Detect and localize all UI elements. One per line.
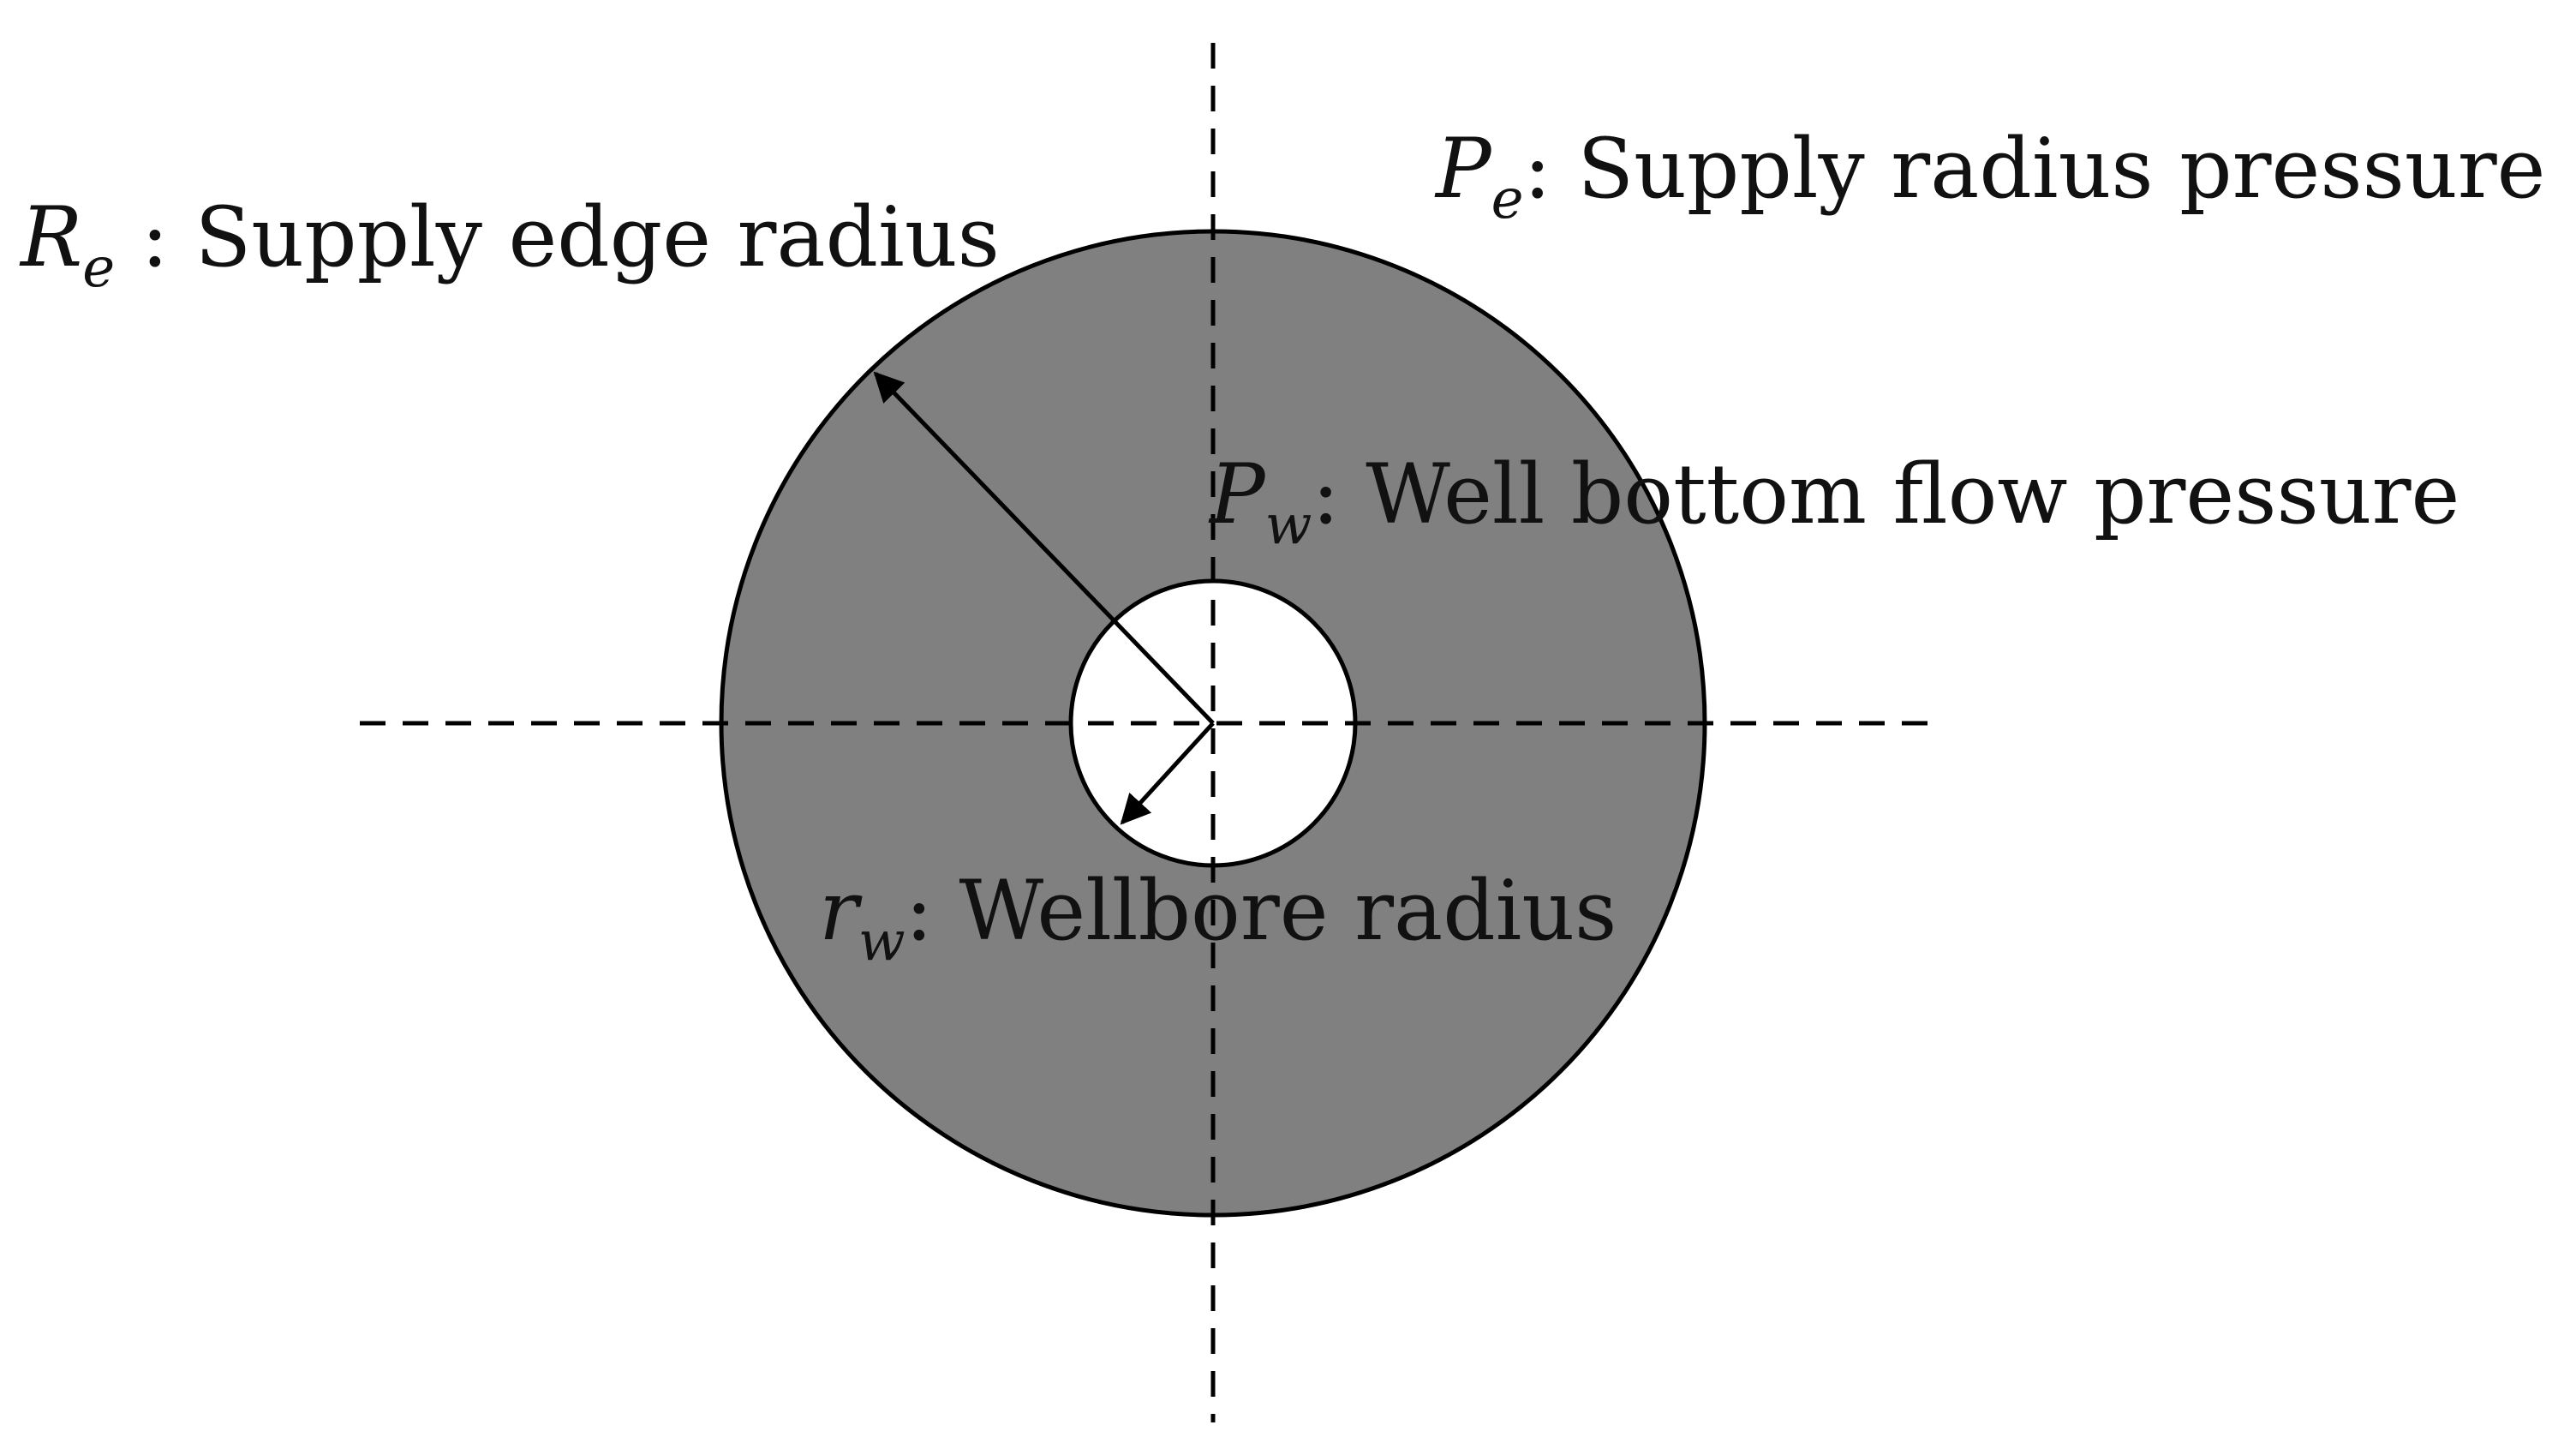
supply-radius-pressure-label: Pe: Supply radius pressure: [1434, 121, 2545, 231]
supply-edge-radius-subscript: e: [82, 237, 115, 300]
supply-radius-pressure-text: Supply radius pressure: [1577, 121, 2545, 217]
wellbore-radius-label: rw: Wellbore radius: [819, 863, 1617, 973]
wellbore-radius-subscript: w: [858, 910, 905, 973]
supply-edge-radius-symbol: R: [19, 189, 82, 285]
supply-edge-radius-arrow: [873, 371, 1215, 725]
wellbore-radius-text: Wellbore radius: [959, 863, 1617, 959]
supply-edge-radius-label: Re : Supply edge radius: [19, 189, 1000, 300]
supply-radius-pressure-separator: :: [1523, 121, 1577, 217]
well-bottom-flow-pressure-subscript: w: [1265, 494, 1312, 557]
supply-radius-pressure-symbol: P: [1434, 121, 1492, 217]
well-bottom-flow-pressure-separator: :: [1312, 446, 1366, 542]
well-bottom-flow-pressure-label: Pw: Well bottom flow pressure: [1208, 446, 2459, 557]
wellbore-radius-symbol: r: [819, 863, 863, 959]
supply-edge-radius-text: Supply edge radius: [195, 189, 1000, 285]
wellbore-radius-separator: :: [905, 863, 959, 959]
well-bottom-flow-pressure-symbol: P: [1208, 446, 1266, 542]
wellbore-radius-arrow: [1120, 722, 1215, 825]
supply-edge-radius-separator: :: [115, 189, 194, 285]
well-bottom-flow-pressure-text: Well bottom flow pressure: [1366, 446, 2459, 542]
supply-radius-pressure-subscript: e: [1491, 168, 1524, 231]
